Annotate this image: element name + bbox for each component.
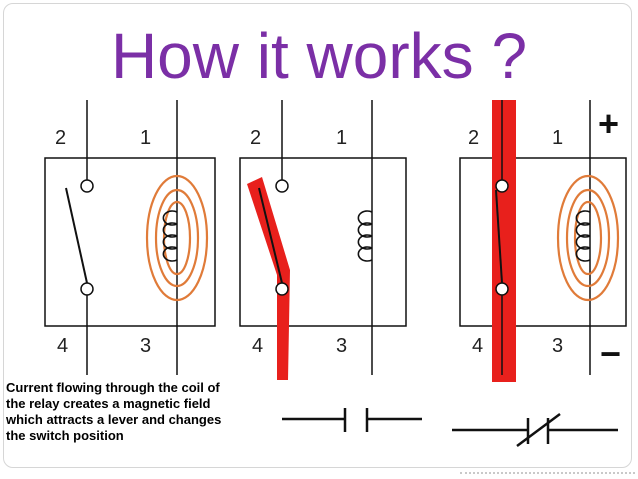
coil-windings bbox=[357, 210, 373, 262]
current-path-highlight bbox=[247, 177, 290, 380]
terminal-label-4: 4 bbox=[57, 335, 68, 357]
relay-panel-3: 2 1 4 3 + − bbox=[459, 100, 627, 382]
terminal-label-3: 3 bbox=[140, 335, 151, 357]
magnetic-field-lines bbox=[556, 174, 620, 302]
terminal-label-4: 4 bbox=[252, 335, 263, 357]
caption-line: which attracts a lever and changes bbox=[6, 412, 222, 427]
slide-frame bbox=[3, 3, 632, 468]
terminal-label-4: 4 bbox=[472, 335, 483, 357]
caption-line: Current flowing through the coil of bbox=[6, 380, 220, 395]
switch-lever bbox=[65, 187, 88, 284]
relay-housing bbox=[44, 157, 216, 327]
terminal-label-3: 3 bbox=[552, 335, 563, 357]
minus-sign: − bbox=[600, 333, 621, 374]
relay-housing bbox=[459, 157, 627, 327]
normally-open-symbol bbox=[282, 408, 422, 432]
caption-line: the switch position bbox=[6, 428, 124, 443]
contact-terminal bbox=[275, 179, 289, 193]
coil-windings bbox=[575, 210, 591, 262]
caption-text: Current flowing through the coil of the … bbox=[6, 380, 296, 444]
terminal-label-1: 1 bbox=[336, 127, 347, 149]
contact-terminal bbox=[495, 282, 509, 296]
contact-terminal bbox=[80, 282, 94, 296]
contact-terminal bbox=[275, 282, 289, 296]
slide-decoration-dots bbox=[460, 468, 635, 474]
terminal-label-2: 2 bbox=[55, 127, 66, 149]
contact-terminal bbox=[495, 179, 509, 193]
current-path-highlight bbox=[492, 100, 516, 382]
switch-lever bbox=[258, 187, 283, 284]
terminal-label-2: 2 bbox=[468, 127, 479, 149]
coil-windings bbox=[162, 210, 178, 262]
normally-closed-symbol bbox=[452, 412, 618, 448]
switch-lever bbox=[495, 189, 503, 284]
slide-title: How it works ? bbox=[110, 20, 528, 92]
terminal-label-3: 3 bbox=[336, 335, 347, 357]
terminal-label-1: 1 bbox=[140, 127, 151, 149]
terminal-label-2: 2 bbox=[250, 127, 261, 149]
caption-line: the relay creates a magnetic field bbox=[6, 396, 211, 411]
relay-panel-1: 2 1 4 3 bbox=[44, 100, 216, 375]
terminal-label-1: 1 bbox=[552, 127, 563, 149]
contact-terminal bbox=[80, 179, 94, 193]
relay-housing bbox=[239, 157, 407, 327]
relay-panel-2: 2 1 4 3 bbox=[239, 100, 407, 380]
plus-sign: + bbox=[598, 103, 619, 144]
